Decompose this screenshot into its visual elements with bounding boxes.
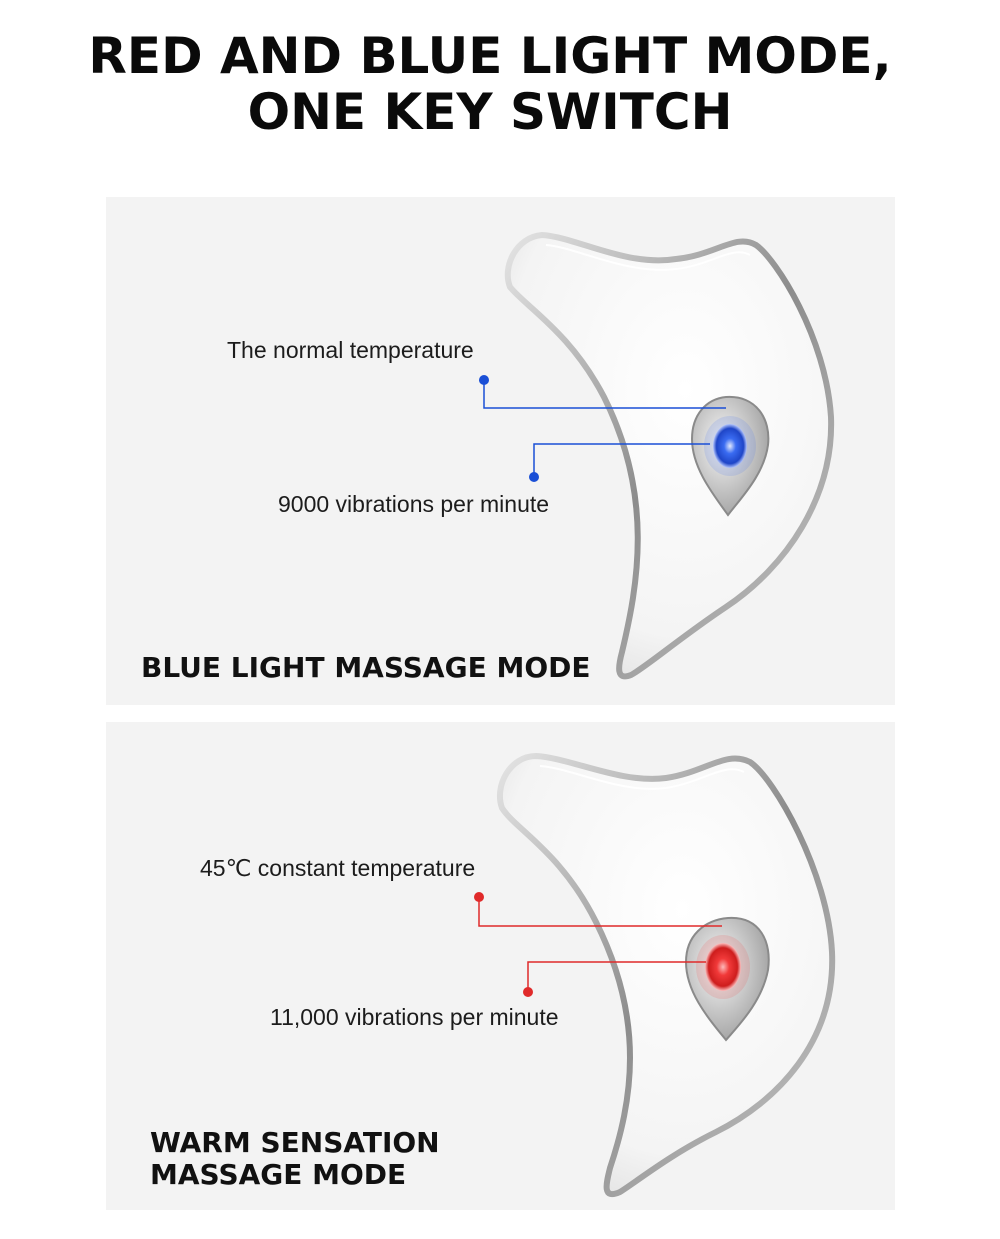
- callout-temperature: The normal temperature: [227, 337, 474, 363]
- mode-title-warm: WARM SENSATION MASSAGE MODE: [150, 1127, 440, 1191]
- mode-title-warm-line-2: MASSAGE MODE: [150, 1158, 407, 1191]
- blue-led-icon: [713, 424, 747, 468]
- headline: RED AND BLUE LIGHT MODE, ONE KEY SWITCH: [0, 28, 980, 140]
- callout-temperature: 45℃ constant temperature: [200, 855, 476, 881]
- device-body: [496, 752, 836, 1197]
- mode-title-blue: BLUE LIGHT MASSAGE MODE: [141, 651, 591, 684]
- gua-sha-device-red: [474, 752, 836, 1197]
- gua-sha-device-blue: [479, 231, 835, 680]
- headline-line-2: ONE KEY SWITCH: [247, 83, 733, 141]
- red-led-icon: [705, 943, 741, 991]
- device-body: [504, 231, 835, 680]
- callout-vibrations: 11,000 vibrations per minute: [270, 1004, 559, 1030]
- blue-light-panel: The normal temperature 9000 vibrations p…: [106, 197, 895, 705]
- mode-title-warm-line-1: WARM SENSATION: [150, 1126, 440, 1159]
- callout-vibrations: 9000 vibrations per minute: [278, 491, 550, 517]
- warm-sensation-panel: 45℃ constant temperature 11,000 vibratio…: [106, 722, 895, 1210]
- headline-line-1: RED AND BLUE LIGHT MODE,: [88, 27, 892, 85]
